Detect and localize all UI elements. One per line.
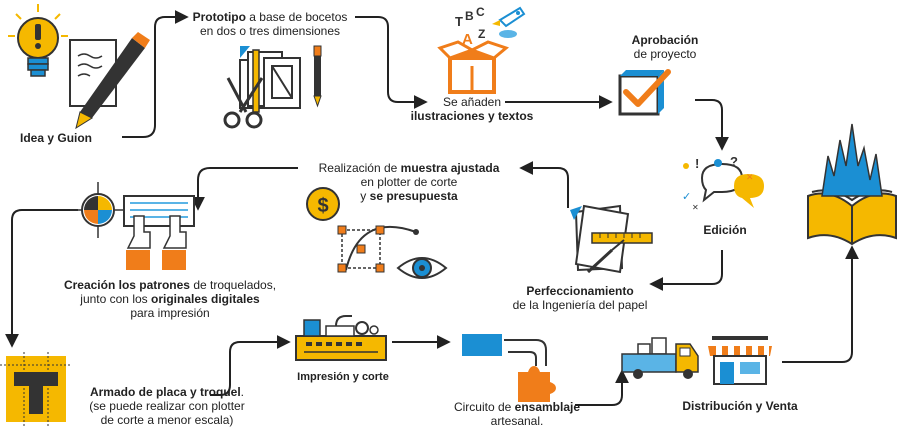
step-prototipo-line2: en dos o tres dimensiones bbox=[199, 24, 341, 38]
step-ilustraciones-label: Se añaden ilustraciones y textos bbox=[392, 95, 552, 123]
svg-text:✓: ✓ bbox=[682, 191, 691, 203]
svg-text:T: T bbox=[455, 14, 463, 29]
arrow-edicion-to-perfeccionamiento bbox=[649, 250, 723, 291]
step-patrones-line3: para impresión bbox=[130, 306, 210, 320]
step-aprobacion-line2: de proyecto bbox=[633, 47, 697, 61]
svg-text:C: C bbox=[476, 5, 485, 19]
step-muestra-line3-pre: y bbox=[360, 189, 370, 203]
step-perfeccionamiento-line2: de la Ingeniería del papel bbox=[512, 298, 648, 312]
step-impresion-title: Impresión y corte bbox=[297, 371, 389, 383]
step-patrones-pre2: junto con los bbox=[80, 292, 151, 306]
svg-text:?: ? bbox=[730, 154, 738, 169]
svg-text:A: A bbox=[462, 31, 473, 48]
step-muestra-bold: muestra ajustada bbox=[400, 161, 500, 175]
popup-book-icon bbox=[807, 123, 897, 246]
lightbulb-pencil-icon bbox=[8, 4, 150, 130]
printer-machine-icon bbox=[295, 315, 387, 361]
t-plate-icon bbox=[0, 352, 72, 426]
svg-text:Z: Z bbox=[478, 27, 485, 41]
step-muestra-line3-bold: se presupuesta bbox=[369, 189, 458, 203]
step-aprobacion-line1: Aprobación bbox=[631, 33, 699, 47]
truck-store-icon bbox=[621, 336, 772, 385]
step-muestra-line2: en plotter de corte bbox=[360, 175, 458, 189]
step-muestra-label: Realización de muestra ajustada en plott… bbox=[296, 161, 522, 203]
arrow-muestra-to-patrones bbox=[191, 167, 298, 211]
step-idea-title: Idea y Guion bbox=[20, 131, 93, 145]
arrow-patrones-to-armado bbox=[5, 209, 78, 348]
step-prototipo-bold: Prototipo bbox=[192, 10, 246, 24]
svg-text:B: B bbox=[465, 9, 474, 23]
arrow-prototipo-to-ilustraciones bbox=[355, 16, 428, 109]
step-prototipo-label: Prototipo a base de bocetos en dos o tre… bbox=[180, 10, 360, 38]
papers-ruler-icon bbox=[570, 204, 653, 274]
step-circuito-pre: Circuito de bbox=[453, 400, 515, 414]
step-prototipo-rest: a base de bocetos bbox=[245, 10, 348, 24]
step-patrones-rest1: de troquelados, bbox=[189, 278, 277, 292]
step-perfeccionamiento-bold: Perfeccionamiento bbox=[526, 284, 634, 298]
step-armado-bold: Armado de placa y troquel bbox=[89, 385, 241, 399]
arrow-armado-to-impresion bbox=[210, 335, 291, 396]
svg-text:!: ! bbox=[695, 156, 699, 171]
dollar-bezier-eye-icon: $ bbox=[306, 187, 448, 279]
letters-box-icon: T B C A Z bbox=[437, 5, 526, 94]
checkbox-icon bbox=[618, 69, 671, 116]
step-circuito-line2: artesanal. bbox=[490, 414, 544, 428]
arrow-idea-to-prototipo bbox=[122, 10, 189, 138]
step-circuito-bold: ensamblaje bbox=[514, 400, 581, 414]
step-circuito-label: Circuito de ensamblaje artesanal. bbox=[452, 400, 582, 428]
step-armado-tail: . bbox=[240, 385, 245, 399]
step-ilustraciones-line1: Se añaden bbox=[442, 95, 502, 109]
arrow-distribucion-to-final bbox=[782, 245, 859, 363]
puzzle-assembly-icon bbox=[462, 334, 556, 402]
step-edicion-title: Edición bbox=[703, 223, 747, 237]
step-patrones-label: Creación los patrones de troquelados, ju… bbox=[40, 278, 300, 320]
step-patrones-bold2: originales digitales bbox=[151, 292, 260, 306]
step-armado-line3: de corte a menor escala) bbox=[100, 413, 234, 427]
arrow-aprobacion-to-edicion bbox=[695, 99, 729, 151]
arrow-perfeccionamiento-to-muestra bbox=[519, 161, 569, 208]
step-perfeccionamiento-label: Perfeccionamiento de la Ingeniería del p… bbox=[495, 284, 665, 312]
speech-bubbles-icon: ! ? ✓ ✕ ✕ bbox=[682, 154, 764, 212]
scissors-ruler-icon bbox=[223, 45, 322, 129]
step-muestra-pre: Realización de bbox=[318, 161, 401, 175]
step-aprobacion-label: Aprobación de proyecto bbox=[610, 33, 720, 61]
step-distribucion-title: Distribución y Venta bbox=[682, 399, 798, 413]
svg-text:$: $ bbox=[317, 195, 328, 217]
step-patrones-bold1: Creación los patrones bbox=[63, 278, 190, 292]
svg-text:✕: ✕ bbox=[692, 203, 699, 212]
step-armado-label: Armado de placa y troquel. (se puede rea… bbox=[72, 385, 262, 427]
step-armado-line2: (se puede realizar con plotter bbox=[89, 399, 245, 413]
arrow-circuito-to-distribucion bbox=[575, 369, 629, 406]
hands-keyboard-target-icon bbox=[70, 182, 195, 270]
step-ilustraciones-bold: ilustraciones y textos bbox=[410, 109, 534, 123]
svg-text:✕: ✕ bbox=[746, 172, 754, 182]
